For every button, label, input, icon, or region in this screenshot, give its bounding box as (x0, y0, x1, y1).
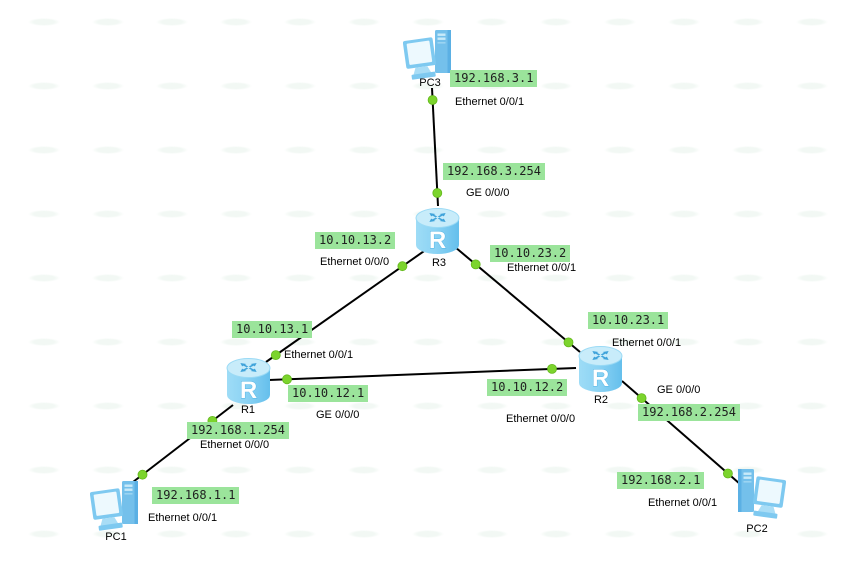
port-name-label-R3: Ethernet 0/0/0 (320, 256, 390, 268)
port-status-dot (636, 393, 647, 404)
svg-text:R: R (592, 365, 609, 392)
ip-annotation-R2[interactable]: 10.10.23.1 (588, 312, 669, 329)
port-status-dot (563, 337, 574, 348)
link-PC3-R3[interactable] (431, 87, 439, 207)
device-PC2[interactable] (732, 466, 787, 529)
port-status-dot (397, 261, 408, 272)
port-status-dot (470, 259, 481, 270)
ip-annotation-R3[interactable]: 10.10.23.2 (490, 245, 571, 262)
device-label-PC2: PC2 (746, 523, 768, 535)
ip-annotation-R1[interactable]: 10.10.13.1 (232, 321, 313, 338)
router-icon: R (225, 357, 272, 407)
port-name-label-PC2: Ethernet 0/0/1 (648, 497, 718, 509)
port-status-dot (547, 363, 557, 374)
ip-annotation-PC1[interactable]: 192.168.1.1 (152, 487, 240, 504)
device-label-R2: R2 (593, 394, 609, 406)
link-R1-R2[interactable] (268, 367, 577, 381)
port-name-label-R1: Ethernet 0/0/1 (284, 349, 354, 361)
port-name-label-R2: Ethernet 0/0/0 (506, 413, 576, 425)
svg-text:R: R (429, 227, 446, 254)
device-PC1[interactable] (89, 478, 144, 541)
port-name-label-PC1: Ethernet 0/0/1 (148, 512, 218, 524)
port-name-label-R1: Ethernet 0/0/0 (200, 439, 270, 451)
port-name-label-R3: Ethernet 0/0/1 (507, 262, 577, 274)
ip-annotation-R3[interactable]: 10.10.13.2 (315, 232, 396, 249)
ip-annotation-R1[interactable]: 192.168.1.254 (187, 422, 289, 439)
device-R1[interactable]: R (225, 357, 272, 412)
device-label-PC1: PC1 (105, 531, 127, 543)
ip-annotation-R2[interactable]: 192.168.2.254 (638, 404, 740, 421)
port-status-dot (432, 188, 443, 198)
ip-annotation-R3[interactable]: 192.168.3.254 (443, 163, 545, 180)
ip-annotation-PC3[interactable]: 192.168.3.1 (450, 70, 538, 87)
device-label-R3: R3 (431, 257, 447, 269)
device-R3[interactable]: R (414, 207, 461, 262)
port-status-dot (137, 469, 148, 480)
port-status-dot (723, 468, 733, 479)
link-R1-PC1[interactable] (132, 404, 234, 483)
svg-text:R: R (240, 377, 257, 404)
device-PC3[interactable] (402, 27, 457, 90)
pc-icon (732, 466, 787, 524)
router-icon: R (414, 207, 461, 257)
router-icon: R (577, 345, 624, 395)
pc-icon (89, 478, 144, 536)
port-status-dot (427, 95, 438, 105)
pc-icon (402, 27, 457, 85)
port-name-label-R3: GE 0/0/0 (466, 187, 510, 199)
ip-annotation-R2[interactable]: 10.10.12.2 (487, 379, 568, 396)
ip-annotation-R1[interactable]: 10.10.12.1 (288, 385, 369, 402)
device-label-R1: R1 (240, 404, 256, 416)
device-label-PC3: PC3 (419, 77, 441, 89)
port-name-label-PC3: Ethernet 0/0/1 (455, 96, 525, 108)
port-name-label-R2: Ethernet 0/0/1 (612, 337, 682, 349)
port-name-label-R1: GE 0/0/0 (316, 409, 360, 421)
port-status-dot (270, 350, 281, 361)
device-R2[interactable]: R (577, 345, 624, 400)
ip-annotation-PC2[interactable]: 192.168.2.1 (617, 472, 705, 489)
port-name-label-R2: GE 0/0/0 (657, 384, 701, 396)
port-status-dot (282, 374, 292, 385)
